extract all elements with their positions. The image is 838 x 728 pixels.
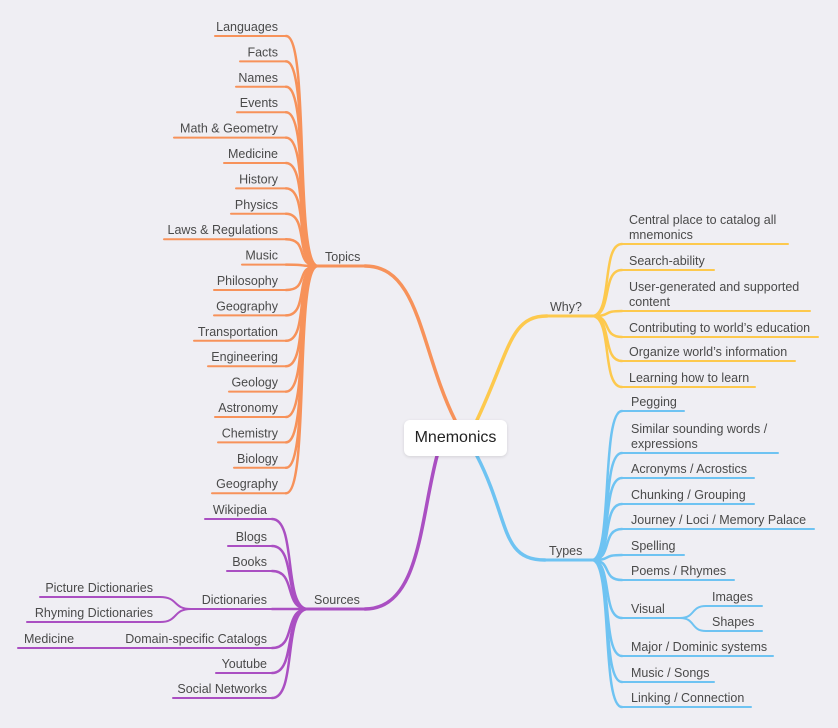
edge-root-topics xyxy=(363,264,457,422)
topic-item[interactable]: Chemistry xyxy=(222,426,279,440)
source-item[interactable]: Wikipedia xyxy=(213,503,267,517)
edge-root-types xyxy=(475,454,547,562)
topic-item[interactable]: Medicine xyxy=(228,147,278,161)
topic-item[interactable]: Geography xyxy=(216,477,279,491)
topic-item[interactable]: Events xyxy=(240,96,278,110)
topic-item[interactable]: Physics xyxy=(235,198,278,212)
source-dict-child[interactable]: Picture Dictionaries xyxy=(45,581,153,595)
edge-type-visual-1 xyxy=(679,617,707,632)
type-item[interactable]: Pegging xyxy=(631,395,677,409)
type-item[interactable]: Visual xyxy=(631,602,665,616)
source-item[interactable]: Blogs xyxy=(236,530,267,544)
source-dict-child[interactable]: Rhyming Dictionaries xyxy=(35,606,153,620)
type-item[interactable]: Similar sounding words / xyxy=(631,422,768,436)
type-item[interactable]: Journey / Loci / Memory Palace xyxy=(631,513,806,527)
edge-topic-18 xyxy=(284,264,320,495)
topic-item[interactable]: Names xyxy=(238,71,278,85)
edge-type-10 xyxy=(590,558,624,709)
topic-item[interactable]: Transportation xyxy=(198,325,278,339)
topic-item[interactable]: Philosophy xyxy=(217,274,279,288)
type-item[interactable]: Major / Dominic systems xyxy=(631,640,767,654)
topic-item[interactable]: Biology xyxy=(237,452,279,466)
type-item[interactable]: Poems / Rhymes xyxy=(631,564,726,578)
source-domain-child[interactable]: Medicine xyxy=(24,632,74,646)
why-item-line2[interactable]: content xyxy=(629,295,671,309)
why-item-line2[interactable]: mnemonics xyxy=(629,228,693,242)
branch-connectors xyxy=(17,34,819,709)
edge-why-5 xyxy=(590,314,624,389)
topic-item[interactable]: Languages xyxy=(216,20,278,34)
edge-source-dict-0 xyxy=(159,596,192,610)
why-item[interactable]: Contributing to world’s education xyxy=(629,321,810,335)
source-item[interactable]: Dictionaries xyxy=(202,593,267,607)
branch-label-topics[interactable]: Topics xyxy=(325,250,360,264)
type-item[interactable]: Acronyms / Acrostics xyxy=(631,462,747,476)
topic-item[interactable]: Laws & Regulations xyxy=(168,223,278,237)
type-item[interactable]: Music / Songs xyxy=(631,666,710,680)
root-node-label: Mnemonics xyxy=(414,429,497,446)
branch-label-why[interactable]: Why? xyxy=(550,300,582,314)
type-item[interactable]: Linking / Connection xyxy=(631,691,744,705)
topic-item[interactable]: Music xyxy=(245,249,278,263)
topic-item[interactable]: Geography xyxy=(216,299,279,313)
type-item-line2[interactable]: expressions xyxy=(631,437,698,451)
why-item[interactable]: User-generated and supported xyxy=(629,280,799,294)
source-item[interactable]: Social Networks xyxy=(177,682,267,696)
why-item[interactable]: Organize world’s information xyxy=(629,345,787,359)
source-item[interactable]: Domain-specific Catalogs xyxy=(125,632,267,646)
branch-label-types[interactable]: Types xyxy=(549,544,582,558)
edge-source-5 xyxy=(270,607,310,675)
edge-root-why xyxy=(475,314,549,422)
source-item[interactable]: Books xyxy=(232,555,267,569)
type-item[interactable]: Chunking / Grouping xyxy=(631,488,746,502)
edge-root-sources xyxy=(363,454,439,611)
topic-item[interactable]: Geology xyxy=(231,376,278,390)
topic-item[interactable]: Math & Geometry xyxy=(180,122,279,136)
edge-source-6 xyxy=(270,607,310,700)
topic-item[interactable]: History xyxy=(239,172,279,186)
root-node[interactable]: Mnemonics xyxy=(404,420,507,456)
edge-source-dict-1 xyxy=(159,608,192,623)
why-item[interactable]: Learning how to learn xyxy=(629,371,749,385)
why-item[interactable]: Search-ability xyxy=(629,254,705,268)
why-item[interactable]: Central place to catalog all xyxy=(629,213,776,227)
type-visual-child[interactable]: Shapes xyxy=(712,615,754,629)
branch-label-sources[interactable]: Sources xyxy=(314,593,360,607)
topic-item[interactable]: Facts xyxy=(247,45,278,59)
edge-why-0 xyxy=(590,242,624,318)
type-item[interactable]: Spelling xyxy=(631,539,676,553)
type-visual-child[interactable]: Images xyxy=(712,590,753,604)
source-item[interactable]: Youtube xyxy=(222,657,267,671)
edge-type-visual-0 xyxy=(679,605,707,619)
topic-item[interactable]: Engineering xyxy=(211,350,278,364)
topic-item[interactable]: Astronomy xyxy=(218,401,278,415)
edge-source-0 xyxy=(270,517,310,611)
